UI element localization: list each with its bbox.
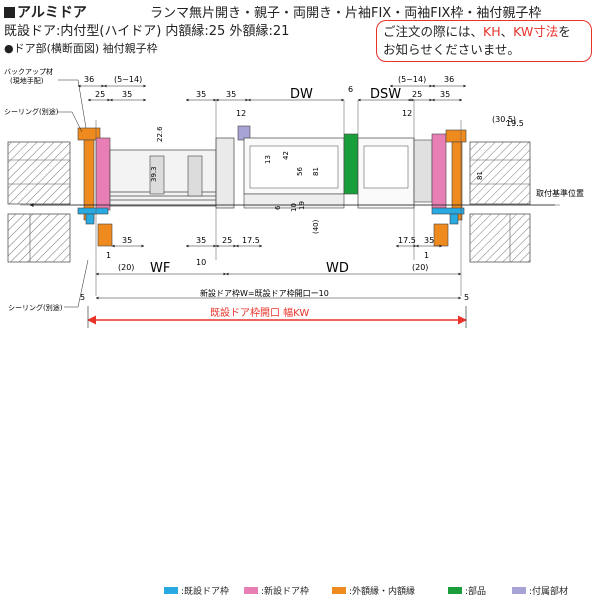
dim-40: (40)	[312, 219, 320, 234]
section-label: ●ドア部(横断面図) 袖付親子枠	[4, 42, 158, 55]
dim-5-14-left: (5~14)	[114, 75, 142, 84]
dim-12-left: 12	[236, 109, 246, 118]
legend-label: :新設ドア枠	[261, 587, 310, 597]
dim-35-a: 35	[196, 90, 206, 99]
dim-13: 13	[264, 155, 272, 164]
dim-19-5: 19.5	[506, 119, 524, 128]
dim-5-14-right: (5~14)	[398, 75, 426, 84]
dim-25-right: 25	[412, 90, 422, 99]
door-leaf	[215, 125, 433, 209]
opening-label: 既設ドア枠開口 幅KW	[210, 306, 309, 319]
bottom-main-labels: WF WD	[150, 261, 349, 276]
legend-new-frame: :新設ドア枠	[244, 584, 309, 597]
top-main-labels: DW DSW	[290, 87, 401, 102]
mount-reference: 取付基準位置	[29, 188, 584, 207]
leader-lines	[58, 79, 89, 308]
title-text: アルミドア	[17, 5, 87, 21]
right-frame	[431, 129, 467, 247]
backup-label: バックアップ材	[4, 67, 53, 76]
dim-35-left: 35	[122, 90, 132, 99]
square-icon	[4, 7, 15, 18]
color-legend: :既設ドア枠 :新設ドア枠 :外額縁・内額縁 :部品 :付属部材	[0, 580, 600, 600]
legend-label: :部品	[465, 587, 487, 597]
dim-6: 6	[348, 85, 353, 94]
legend-swatch	[332, 587, 346, 594]
mount-ref-label: 取付基準位置	[536, 188, 584, 198]
bdim-35-right: 35	[424, 236, 434, 245]
legend-swatch	[244, 587, 258, 594]
legend-trim: :外額縁・内額縁	[332, 584, 415, 597]
legend-label: :既設ドア枠	[181, 587, 230, 597]
section-diagram: 取付基準位置 36 (5~14) 25 35 35 35 12 6 (5~14)…	[4, 67, 584, 328]
dim-10-vert: 10	[290, 203, 298, 212]
existing-door-spec: 既設ドア:内付型(ハイドア) 内額縁:25 外額縁:21	[4, 24, 290, 39]
dim-81-mid: 81	[312, 167, 320, 176]
dim-19-vert: 19	[298, 201, 306, 210]
bdim-20-left: (20)	[118, 263, 134, 272]
bdim-5-right: 5	[464, 293, 469, 302]
vertical-dims: 22.6 39.3 13 42 56 81 81 6 10 19 (40)	[150, 126, 484, 234]
dim-39-3: 39.3	[150, 166, 158, 182]
dim-36-left: 36	[84, 75, 94, 84]
bdim-25-mid: 25	[222, 236, 232, 245]
bottom-dim-labels: 35 35 25 17.5 17.5 35 1 (20) 10 1 (20) 5…	[80, 236, 469, 302]
legend-existing-frame: :既設ドア枠	[164, 584, 229, 597]
order-notice: ご注文の際には、KH、KW寸法を お知らせくださいませ。	[376, 20, 592, 62]
bdim-35-left: 35	[122, 236, 132, 245]
dim-30-5: (30.5)	[492, 115, 516, 124]
sealing-bottom-label: シーリング(別途)	[8, 303, 63, 312]
label-dsw: DSW	[370, 87, 401, 102]
label-wd: WD	[326, 261, 349, 276]
left-wall	[7, 141, 71, 263]
notice-text-2: を	[558, 24, 571, 39]
legend-swatch	[448, 587, 462, 594]
notice-text-1: ご注文の際には、	[383, 24, 484, 39]
notice-comma: 、	[500, 24, 514, 39]
top-dims	[77, 84, 467, 102]
legend-label: :付属部材	[529, 587, 569, 597]
product-types: ランマ無片開き・親子・両開き・片袖FIX・両袖FIX枠・袖付親子枠	[150, 6, 542, 21]
bdim-1-left: 1	[106, 251, 111, 260]
bdim-10: 10	[196, 258, 206, 267]
header: アルミドア ランマ無片開き・親子・両開き・片袖FIX・両袖FIX枠・袖付親子枠 …	[0, 0, 600, 62]
sealing-top-label: シーリング(別途)	[4, 107, 59, 116]
dim-35-b: 35	[226, 90, 236, 99]
dim-25-left: 25	[95, 90, 105, 99]
backup-sub-label: (現地手配)	[10, 76, 44, 85]
dim-22-6: 22.6	[156, 126, 164, 142]
dim-6-vert: 6	[274, 205, 282, 210]
opening-width-dim: 既設ドア枠開口 幅KW	[87, 306, 467, 328]
legend-swatch	[164, 587, 178, 594]
bdim-17-5-right: 17.5	[398, 236, 416, 245]
notice-line2: お知らせくださいませ。	[383, 42, 520, 57]
bdim-20-right: (20)	[412, 263, 428, 272]
notice-kh: KH	[483, 24, 501, 39]
legend-swatch	[512, 587, 526, 594]
legend-accessory: :付属部材	[512, 584, 568, 597]
dim-12-right: 12	[402, 109, 412, 118]
notice-kw: KW寸法	[513, 24, 559, 39]
page-title: アルミドア	[4, 2, 87, 22]
bdim-35-mid: 35	[196, 236, 206, 245]
bottom-dims	[95, 244, 462, 300]
dim-56: 56	[296, 167, 304, 176]
dim-35-right: 35	[440, 90, 450, 99]
dim-81-right: 81	[476, 171, 484, 180]
bdim-5-left: 5	[80, 293, 85, 302]
dim-36-right: 36	[444, 75, 454, 84]
bdim-1-right: 1	[424, 251, 429, 260]
left-sidelight	[109, 149, 217, 207]
dim-42: 42	[282, 151, 290, 160]
formula-label: 新設ドア枠W=既設ドア枠開口ー10	[200, 288, 329, 298]
bdim-17-5-mid: 17.5	[242, 236, 260, 245]
legend-label: :外額縁・内額縁	[349, 587, 416, 597]
label-wf: WF	[150, 261, 170, 276]
label-dw: DW	[290, 87, 313, 102]
top-dim-labels: 36 (5~14) 25 35 35 35 12 6 (5~14) 36 25 …	[84, 75, 524, 128]
legend-part: :部品	[448, 584, 486, 597]
right-wall	[469, 141, 531, 263]
left-annotations: バックアップ材 (現地手配) シーリング(別途) シーリング(別途)	[4, 67, 63, 312]
